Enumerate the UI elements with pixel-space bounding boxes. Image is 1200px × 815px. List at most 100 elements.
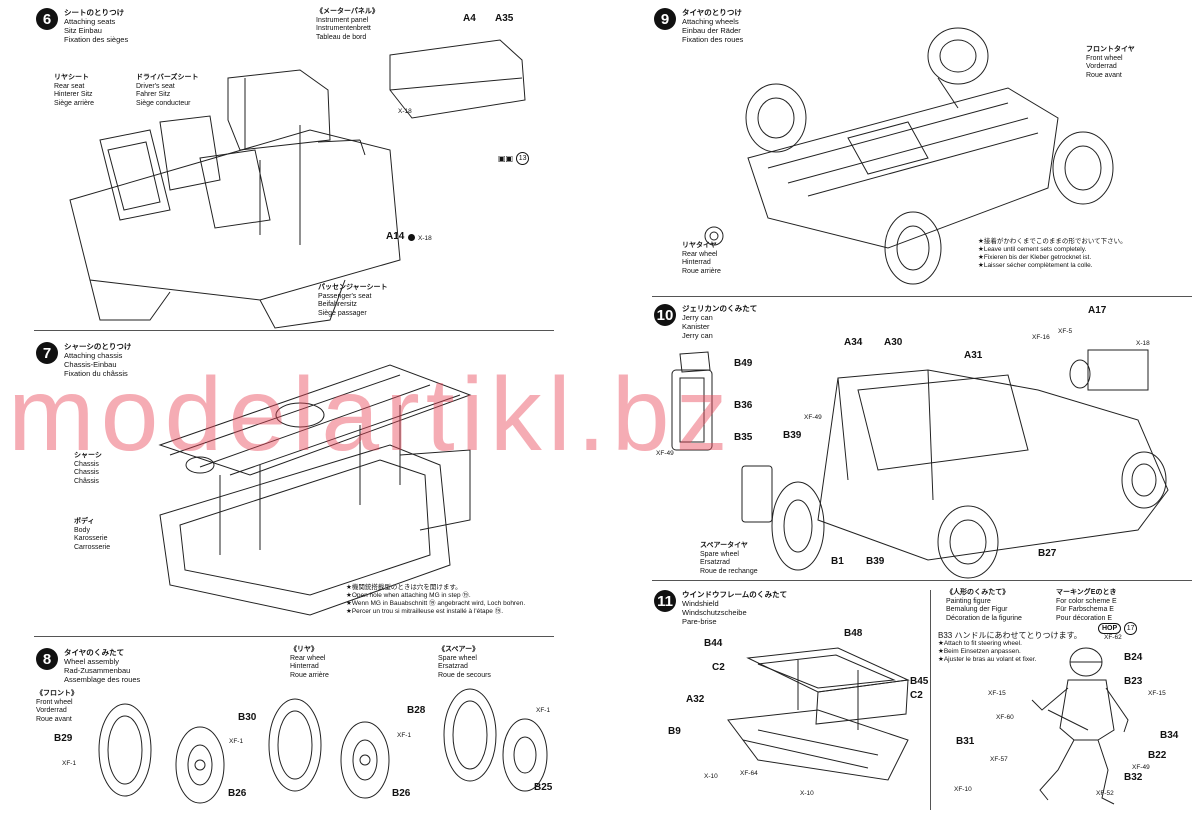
part-b39-b: B39	[866, 556, 885, 567]
divider-10-11	[652, 580, 1192, 581]
step-8-title-en: Wheel assembly	[64, 657, 120, 666]
step-10-title-de: Kanister	[682, 322, 710, 331]
part-xf52: XF-52	[1096, 790, 1114, 797]
step-10-number: 10	[654, 304, 676, 326]
step-11-title-de: Windschutzscheibe	[682, 608, 747, 617]
part-a31: A31	[964, 350, 983, 361]
part-b31: B31	[956, 736, 975, 747]
part-a30: A30	[884, 337, 903, 348]
step-9-title-fr: Fixation des roues	[682, 35, 744, 44]
step-6-title-jp: シートのとりつけ	[64, 8, 125, 17]
step-ref-13: ▣▣ 13	[498, 152, 530, 165]
part-xf1-b: XF-1	[229, 738, 244, 745]
part-a14: A14	[386, 231, 405, 242]
step-9-title-en: Attaching wheels	[682, 17, 739, 26]
step-7-number: 7	[36, 342, 58, 364]
part-xf62: XF-62	[1104, 634, 1122, 641]
step-8-title-fr: Assemblage des roues	[64, 675, 141, 684]
divider-6-7	[34, 330, 554, 331]
part-b24: B24	[1124, 652, 1143, 663]
step-7-note: ★機関銃搭載型のときは穴を開けます。 ★Open hole when attac…	[346, 584, 526, 615]
body-label: ボディ Body Karosserie Carrosserie	[74, 518, 111, 551]
part-a4: A4	[463, 13, 476, 24]
part-b22: B22	[1148, 750, 1167, 761]
step-7-title-fr: Fixation du châssis	[64, 369, 128, 378]
step-7-title-jp: シャーシのとりつけ	[64, 342, 132, 351]
step-9-heading: 9 タイヤのとりつけ Attaching wheels Einbau der R…	[654, 8, 743, 44]
step-11-figure-diagram	[1031, 647, 1129, 805]
step-8-wheel-diagram	[98, 688, 548, 804]
step-8-heading: 8 タイヤのくみたて Wheel assembly Rad-Zusammenba…	[36, 648, 140, 684]
part-b26-a: B26	[228, 788, 247, 799]
step-11-title-en: Windshield	[682, 599, 719, 608]
part-b26-b: B26	[392, 788, 411, 799]
step-11-windshield-diagram	[727, 647, 910, 781]
part-xf49: XF-49	[1132, 764, 1150, 771]
hop-badge: HOP	[1098, 623, 1122, 634]
part-xf10: XF-10	[954, 786, 972, 793]
part-x18-a: X-18	[398, 108, 412, 115]
part-c2-b: C2	[910, 690, 923, 701]
part-xf15-b: XF-15	[1148, 690, 1166, 697]
step-6-number: 6	[36, 8, 58, 30]
part-xf49-a: XF-49	[804, 414, 822, 421]
step-6-title-de: Sitz Einbau	[64, 26, 102, 35]
step-10-title-en: Jerry can	[682, 313, 713, 322]
step-6-title-fr: Fixation des sièges	[64, 35, 129, 44]
painting-figure-label: 《人形のくみたて》 Painting figure Bemalung der F…	[946, 589, 1022, 622]
part-xf15-a: XF-15	[988, 690, 1006, 697]
step-7-heading: 7 シャーシのとりつけ Attaching chassis Chassis-Ei…	[36, 342, 131, 378]
rear-seat-label: リヤシート Rear seat Hinterer Sitz Siège arri…	[54, 74, 95, 107]
spare-wheel-heading: 《スペアー》 Spare wheel Ersatzrad Roue de sec…	[438, 646, 491, 679]
divider-step-11-figure	[930, 590, 931, 810]
drill-icon: ▣▣	[498, 154, 514, 163]
part-xf1-a: XF-1	[62, 760, 77, 767]
part-b45: B45	[910, 676, 929, 687]
part-b27: B27	[1038, 548, 1057, 559]
passenger-seat-label: パッセンジャーシート Passenger's seat Beifahrersit…	[318, 284, 388, 317]
part-b29: B29	[54, 733, 73, 744]
part-b23: B23	[1124, 676, 1143, 687]
page-gutter	[590, 0, 648, 815]
part-b39-a: B39	[783, 430, 802, 441]
step-9-note: ★接着がかわくまでこのままの形でおいて下さい。 ★Leave until cem…	[978, 238, 1127, 269]
spare-wheel-label: スペアータイヤ Spare wheel Ersatzrad Roue de re…	[700, 542, 758, 575]
b33-note: B33 ハンドルにあわせてとりつけます。 ★Attach to fit stee…	[938, 631, 1082, 664]
step-7-title-de: Chassis-Einbau	[64, 360, 117, 369]
instrument-panel-label: 《メーターパネル》 Instrument panel Instrumentenb…	[316, 8, 379, 41]
manual-page-right: 9 タイヤのとりつけ Attaching wheels Einbau der R…	[648, 0, 1200, 815]
step-6-seat-diagram	[69, 39, 526, 329]
step-9-number: 9	[654, 8, 676, 30]
part-a34: A34	[844, 337, 863, 348]
step-8-number: 8	[36, 648, 58, 670]
rear-wheel-label: リヤタイヤ Rear wheel Hinterrad Roue arrière	[682, 242, 721, 275]
part-x10-a: X-10	[704, 773, 718, 780]
part-b48: B48	[844, 628, 863, 639]
step-11-number: 11	[654, 590, 676, 612]
part-xf49-b: XF-49	[656, 450, 674, 457]
screw-icon	[408, 234, 415, 241]
part-xf16: XF-16	[1032, 334, 1050, 341]
step-10-jerrycan-diagram	[671, 349, 1169, 579]
part-xf60: XF-60	[996, 714, 1014, 721]
step-10-title-jp: ジェリカンのくみたて	[682, 304, 758, 313]
part-b36: B36	[734, 400, 753, 411]
divider-7-8	[34, 636, 554, 637]
step-6-heading: 6 シートのとりつけ Attaching seats Sitz Einbau F…	[36, 8, 128, 44]
step-10-title-fr: Jerry can	[682, 331, 713, 340]
part-b35: B35	[734, 432, 753, 443]
part-b32: B32	[1124, 772, 1143, 783]
step-8-title-jp: タイヤのくみたて	[64, 648, 125, 657]
part-c2-a: C2	[712, 662, 725, 673]
step-7-title-en: Attaching chassis	[64, 351, 123, 360]
part-b49: B49	[734, 358, 753, 369]
step-8-title-de: Rad-Zusammenbau	[64, 666, 131, 675]
marking-e-label: マーキングEのとき For color scheme E Für Farbsch…	[1056, 589, 1117, 622]
part-x18-b: X-18	[418, 235, 432, 242]
chassis-label: シャーシ Chassis Chassis Châssis	[74, 452, 102, 485]
part-b28: B28	[407, 705, 426, 716]
front-wheel-label: フロントタイヤ Front wheel Vorderrad Roue avant	[1086, 46, 1135, 79]
part-xf5: XF-5	[1058, 328, 1073, 335]
part-b1: B1	[831, 556, 844, 567]
step-ref-17: HOP 17	[1098, 622, 1138, 635]
